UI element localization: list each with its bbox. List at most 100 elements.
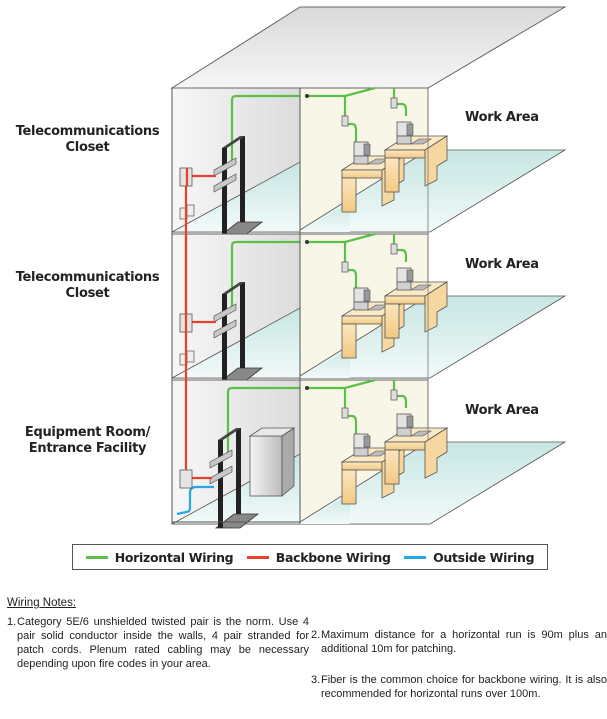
building-wiring-diagram (170, 6, 567, 529)
patch-panel (213, 157, 237, 177)
termination-box (179, 469, 193, 489)
monitor-screen (363, 289, 371, 302)
cabinet-side (281, 427, 295, 497)
horizontal-wiring (345, 414, 358, 436)
equipment-rack (209, 428, 260, 529)
patch-panel (213, 303, 237, 323)
cable-spool (186, 350, 195, 363)
wiring-legend: Horizontal Wiring Backbone Wiring Outsid… (72, 544, 548, 570)
computer-base (353, 301, 369, 311)
monitor-screen (406, 269, 414, 282)
desk-leg (341, 323, 357, 359)
note-number: 2. (311, 629, 321, 641)
note-number: 1. (7, 616, 17, 628)
desk-side (424, 281, 448, 333)
monitor-screen (363, 143, 371, 156)
desk-front (384, 295, 426, 305)
room-label-floor-1: Equipment Room/ Entrance Facility (10, 425, 165, 457)
wall-outlet (341, 407, 349, 419)
outside-wiring (176, 485, 214, 516)
rack-post (240, 136, 245, 222)
desk-side (424, 427, 448, 479)
monitor-screen (406, 123, 414, 136)
note-1: 1.Category 5E/6 unshielded twisted pair … (7, 615, 309, 671)
rack-base (214, 513, 260, 529)
wall-outlet (341, 115, 349, 127)
horizontal-wiring (345, 268, 358, 290)
desk-leg (384, 303, 400, 339)
notes-title: Wiring Notes: (7, 597, 77, 609)
horizontal-wiring (394, 394, 408, 408)
horizontal-wiring (394, 102, 408, 116)
roof (170, 6, 567, 89)
cable-entry-point (305, 240, 309, 244)
wall-outlet (341, 261, 349, 273)
keyboard (409, 138, 433, 145)
rack-post (240, 282, 245, 368)
note-text: Fiber is the common choice for backbone … (321, 674, 607, 700)
computer-base (396, 281, 412, 291)
floor-2 (171, 232, 567, 383)
room-label-line: Equipment Room/ (24, 425, 151, 440)
room-label-line: Entrance Facility (28, 441, 147, 456)
desk-leg (384, 449, 400, 485)
patch-panel (213, 319, 237, 339)
room-label-line: Telecommunications (15, 270, 160, 285)
work-area-label-floor-2: Work Area (465, 257, 539, 272)
computer-base (396, 427, 412, 437)
floor-3 (171, 86, 567, 237)
patch-panel (209, 449, 233, 469)
monitor-screen (406, 415, 414, 428)
room-label-line: Closet (65, 140, 110, 155)
keyboard (409, 284, 433, 291)
work-area-floor-fill (300, 202, 350, 232)
work-area-floor-fill (300, 348, 350, 378)
monitor-screen (363, 435, 371, 448)
outside-wiring-swatch (404, 555, 427, 559)
horizontal-wiring (230, 94, 300, 164)
room-label-floor-3: Telecommunications Closet (0, 124, 175, 156)
workstation (383, 121, 449, 193)
desk-leg (341, 177, 357, 213)
backbone-wiring-swatch (246, 555, 269, 559)
rack-post (222, 148, 227, 236)
wall-outlet (390, 243, 398, 255)
horizontal-wiring (345, 122, 358, 144)
legend-label: Backbone Wiring (275, 549, 391, 565)
cable-entry-point (305, 386, 309, 390)
note-text: Maximum distance for a horizontal run is… (321, 629, 607, 655)
work-area-label-floor-1: Work Area (465, 403, 539, 418)
horizontal-wiring-swatch (85, 555, 108, 559)
wall-outlet (390, 97, 398, 109)
legend-item-backbone: Backbone Wiring (246, 549, 391, 565)
keyboard (409, 430, 433, 437)
rack-post (236, 428, 241, 514)
note-number: 3. (311, 674, 321, 686)
work-area-label-floor-3: Work Area (465, 110, 539, 125)
rack-post (222, 294, 227, 382)
floor-1 (171, 378, 567, 529)
desk-front (341, 315, 383, 325)
desk-front (341, 461, 383, 471)
room-label-floor-2: Telecommunications Closet (0, 270, 175, 302)
desk-front (384, 149, 426, 159)
desk-front (341, 169, 383, 179)
legend-item-outside: Outside Wiring (404, 550, 535, 565)
rack-top (218, 428, 241, 440)
equipment-cabinet (249, 435, 283, 497)
computer-base (396, 135, 412, 145)
computer-base (353, 447, 369, 457)
horizontal-wiring (230, 240, 300, 310)
equipment-rack (213, 136, 264, 237)
workstation (383, 413, 449, 485)
rack-top (222, 136, 245, 148)
cable-spool (186, 204, 195, 217)
workstation (383, 267, 449, 339)
desk-side (424, 135, 448, 187)
cable-entry-point (305, 94, 309, 98)
note-3: 3.Fiber is the common choice for backbon… (311, 673, 607, 701)
wall-outlet (390, 389, 398, 401)
rack-top (222, 282, 245, 294)
rack-post (218, 440, 223, 528)
work-area-floor-fill (300, 494, 350, 524)
